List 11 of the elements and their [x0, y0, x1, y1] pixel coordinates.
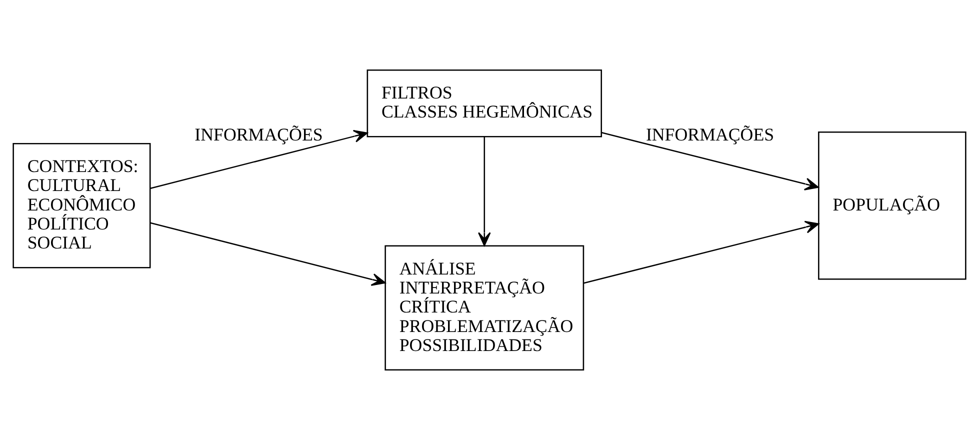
- node-box: CONTEXTOS: CULTURAL ECONÔMICO POLÍTICO SOCIAL: [12, 142, 151, 268]
- arrow: [584, 220, 820, 284]
- edge-label: INFORMAÇÕES: [194, 124, 323, 144]
- node-box: FILTROS CLASSES HEGEMÔNICAS: [366, 68, 602, 137]
- node-box: ANÁLISE INTERPRETAÇÃO CRÍTICA PROBLEMATIZAÇÃO POSSIBILIDADES: [384, 244, 584, 370]
- arrow: [478, 136, 491, 246]
- arrow: [602, 132, 819, 190]
- arrow: [150, 129, 368, 188]
- edge-label: INFORMAÇÕES: [646, 124, 774, 144]
- arrow: [150, 222, 386, 286]
- node-box: POPULAÇÃO: [818, 130, 966, 280]
